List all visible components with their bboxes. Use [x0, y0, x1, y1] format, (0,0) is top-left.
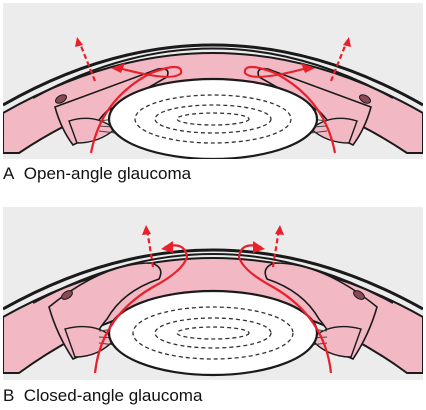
- ciliary-body-right: [311, 118, 357, 143]
- open-angle-diagram: [3, 3, 423, 159]
- closed-angle-eye-illustration: [3, 207, 423, 380]
- panel-caption: Closed-angle glaucoma: [24, 386, 203, 405]
- caption-open-angle: A Open-angle glaucoma: [3, 164, 191, 184]
- ciliary-body-left: [69, 118, 115, 143]
- lens: [109, 291, 317, 375]
- closed-angle-diagram: [3, 207, 423, 380]
- panel-letter: A: [3, 164, 14, 183]
- open-angle-eye-illustration: [3, 3, 423, 159]
- lens: [109, 79, 317, 159]
- panel-letter: B: [3, 386, 14, 405]
- caption-closed-angle: B Closed-angle glaucoma: [3, 386, 202, 406]
- panel-caption: Open-angle glaucoma: [24, 164, 191, 183]
